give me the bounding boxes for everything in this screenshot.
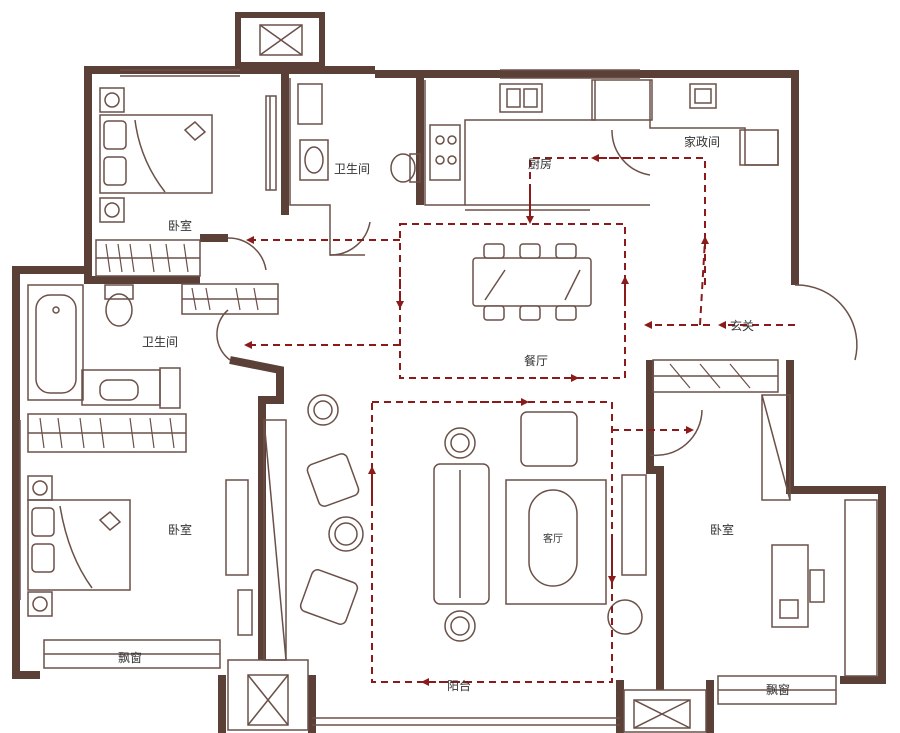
label-kitchen: 厨房 xyxy=(528,156,552,171)
walls xyxy=(12,12,886,733)
label-balcony: 阳台 xyxy=(447,678,471,693)
room-labels: 卧室 卫生间 厨房 家政间 卫生间 餐厅 玄关 卧室 客厅 卧室 飘窗 阳台 飘… xyxy=(118,134,790,697)
label-bath-left: 卫生间 xyxy=(142,335,178,349)
label-bay-sw: 飘窗 xyxy=(118,651,142,665)
label-bedroom-se: 卧室 xyxy=(710,522,734,537)
label-dining: 餐厅 xyxy=(524,353,548,368)
label-bedroom-sw: 卧室 xyxy=(168,522,192,537)
label-utility: 家政间 xyxy=(684,134,720,149)
wardrobe-hatching xyxy=(39,243,751,449)
label-bedroom-nw: 卧室 xyxy=(168,218,192,233)
label-entrance: 玄关 xyxy=(730,318,754,333)
label-bay-se: 飘窗 xyxy=(766,683,790,697)
circulation-route xyxy=(244,154,795,686)
dining-chairs xyxy=(483,243,577,321)
label-living: 客厅 xyxy=(543,532,563,545)
label-bath-top: 卫生间 xyxy=(334,162,370,176)
